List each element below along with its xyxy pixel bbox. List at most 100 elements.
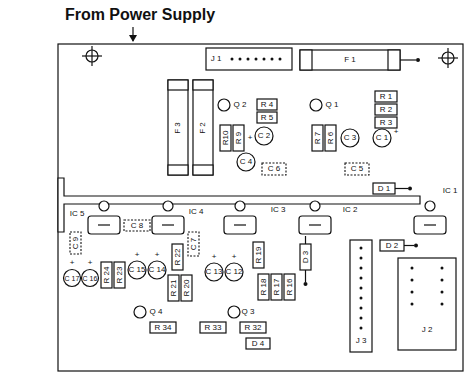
pin [360, 287, 363, 290]
resistor-symbol [168, 275, 179, 301]
pin [360, 247, 363, 250]
pin [360, 307, 363, 310]
part-label: C 6 [268, 165, 280, 173]
fuse-symbol [193, 80, 213, 175]
resistor-symbol [114, 262, 125, 288]
pin [360, 327, 363, 330]
pin [411, 267, 414, 270]
part-label: R 9 [235, 132, 243, 144]
fuse-symbol [300, 50, 400, 70]
pin [441, 267, 444, 270]
diode-symbol [380, 240, 404, 251]
resistor-symbol [312, 125, 323, 151]
resistor-symbol [181, 275, 192, 301]
resistor-symbol [257, 112, 277, 123]
part-label: C 15 [129, 266, 146, 274]
solder-pad [416, 58, 420, 62]
ic-screw [425, 201, 435, 211]
polarity-mark: + [155, 251, 160, 259]
ic-screw [310, 201, 320, 211]
resistor-symbol [240, 322, 266, 333]
ic-mark [234, 224, 246, 225]
polarity-mark: + [248, 134, 253, 142]
resistor-symbol [220, 125, 231, 151]
heading-label: From Power Supply [65, 7, 215, 23]
part-label: D 2 [386, 242, 398, 250]
lead-wire [395, 188, 408, 189]
part-label: C 17 [65, 275, 80, 282]
part-label: C 3 [344, 134, 356, 142]
part-label: R 21 [170, 280, 178, 297]
part-label: R10 [222, 131, 230, 146]
capacitor-symbol [82, 270, 99, 287]
hole-cross [91, 46, 92, 66]
part-label: IC 2 [343, 206, 358, 214]
part-label: IC 1 [443, 187, 458, 195]
part-label: C 9 [72, 237, 80, 249]
polarity-mark: + [232, 253, 237, 261]
capacitor-symbol [70, 232, 81, 254]
part-label: R 24 [103, 267, 111, 284]
resistor-symbol [233, 125, 244, 151]
capacitor-symbol [262, 163, 286, 175]
resistor-symbol [375, 91, 397, 102]
resistor-symbol [258, 274, 269, 300]
ic-body [224, 216, 256, 234]
ic-mark [98, 224, 110, 225]
capacitor-symbol [205, 263, 223, 281]
resistor-symbol [325, 125, 336, 151]
part-label: R 18 [260, 279, 268, 296]
part-label: R 22 [174, 249, 182, 266]
pin [271, 58, 274, 61]
part-label: C 13 [206, 268, 223, 276]
diode-symbol [373, 183, 395, 194]
pin [411, 279, 414, 282]
part-label: Q 3 [242, 308, 255, 316]
solder-pad [304, 282, 308, 286]
connector-symbol [398, 258, 456, 350]
part-label: C 16 [83, 275, 98, 282]
fuse-cap [388, 50, 400, 70]
lead-wire [400, 59, 416, 60]
part-label: J 3 [356, 337, 367, 345]
part-label: R 17 [273, 279, 281, 296]
ic-body [88, 216, 120, 234]
part-label: C 14 [149, 266, 166, 274]
ic-mark [309, 224, 321, 225]
capacitor-symbol [128, 261, 146, 279]
part-label: C 8 [131, 222, 143, 230]
part-label: R 23 [116, 267, 124, 284]
part-label: IC 5 [70, 210, 85, 218]
ic-screw [163, 201, 173, 211]
part-label: Q 1 [326, 101, 339, 109]
capacitor-symbol [148, 261, 166, 279]
polarity-mark: + [212, 253, 217, 261]
polarity-mark: + [135, 251, 140, 259]
part-label: R 19 [255, 247, 263, 264]
pin [360, 257, 363, 260]
pin [247, 58, 250, 61]
pin [411, 291, 414, 294]
solder-pad [414, 244, 418, 248]
part-label: R 33 [205, 324, 222, 332]
capacitor-symbol [345, 163, 369, 175]
pin [231, 58, 234, 61]
resistor-symbol [257, 99, 277, 110]
fuse-symbol [168, 80, 188, 175]
part-label: IC 4 [189, 208, 204, 216]
part-label: R 20 [183, 280, 191, 297]
ic-screw [235, 201, 245, 211]
capacitor-symbol [225, 263, 243, 281]
pin [279, 58, 282, 61]
ic-body [152, 216, 184, 234]
resistor-symbol [150, 322, 176, 333]
resistor-symbol [253, 242, 264, 268]
pin [360, 267, 363, 270]
resistor-symbol [101, 262, 112, 288]
part-label: R 7 [314, 132, 322, 144]
fuse-cap [168, 165, 188, 175]
pin [360, 277, 363, 280]
diode-symbol [300, 244, 311, 270]
connector-symbol [206, 48, 292, 70]
